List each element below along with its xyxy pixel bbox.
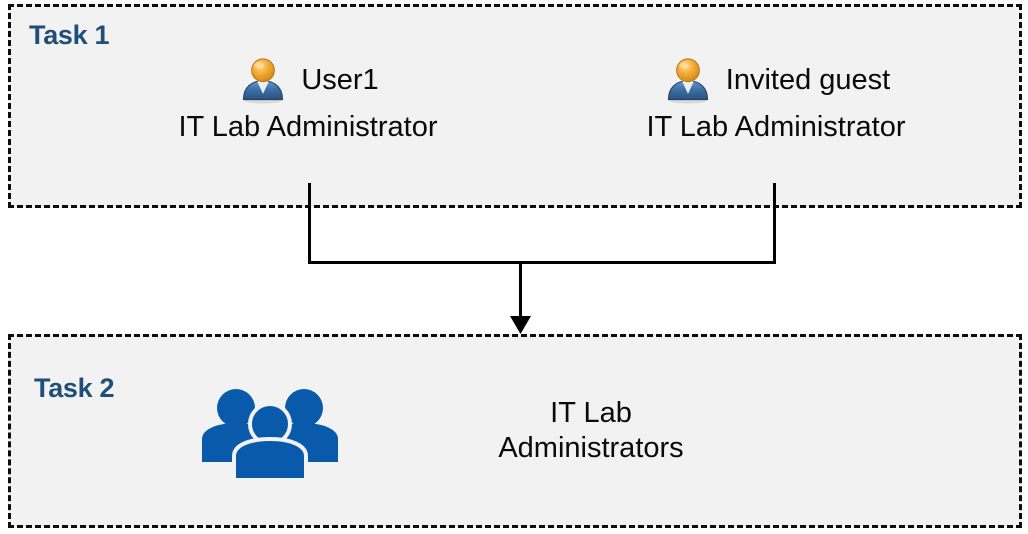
task-1-container xyxy=(8,4,1022,208)
member-invited-guest: Invited guest IT Lab Administrator xyxy=(586,54,966,142)
user-icon xyxy=(667,58,708,104)
group-it-lab-administrators: IT Lab Administrators xyxy=(200,380,900,482)
member-user1: User1 IT Lab Administrator xyxy=(118,54,498,142)
member-invited-guest-name: Invited guest xyxy=(725,63,891,96)
user-group-icon xyxy=(202,389,338,482)
arrowhead-icon xyxy=(510,316,531,334)
group-name-line2: Administrators xyxy=(498,432,684,464)
member-user1-role: IT Lab Administrator xyxy=(178,111,438,143)
task-2-label: Task 2 xyxy=(34,373,115,403)
user-icon xyxy=(243,58,284,104)
member-invited-guest-role: IT Lab Administrator xyxy=(646,111,906,143)
member-user1-name: User1 xyxy=(301,63,379,96)
task-2-container xyxy=(8,334,1022,528)
member-user1-row: User1 xyxy=(118,54,498,106)
group-name: IT Lab Administrators xyxy=(426,396,756,467)
task-1-label: Task 1 xyxy=(29,20,110,50)
member-invited-guest-row: Invited guest xyxy=(586,54,966,106)
group-name-line1: IT Lab xyxy=(550,396,632,429)
